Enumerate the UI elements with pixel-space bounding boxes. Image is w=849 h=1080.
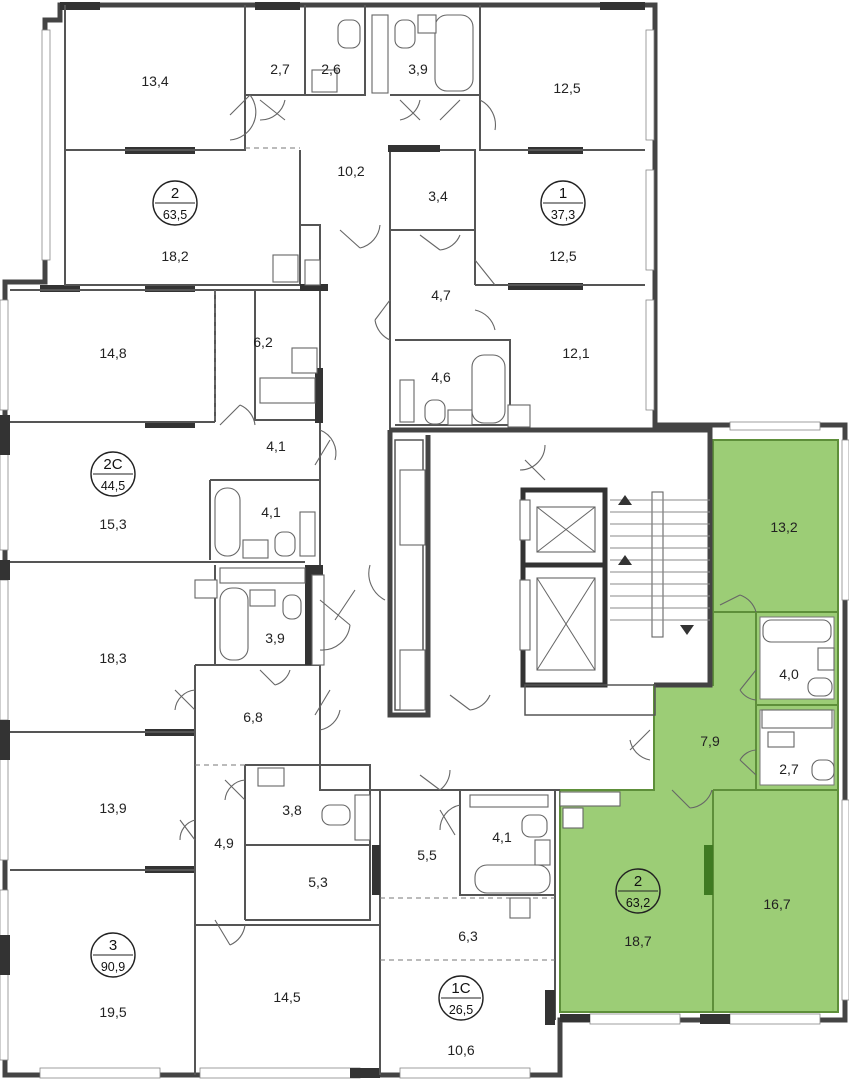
room-area: 14,5 [273, 989, 300, 1005]
room-area: 12,5 [553, 80, 580, 96]
apartment-badge-3[interactable]: 3 90,9 [90, 932, 136, 978]
room-area: 10,2 [337, 163, 364, 179]
apartment-badge-2-highlight[interactable]: 2 63,2 [615, 868, 661, 914]
room-area: 2,6 [321, 61, 341, 77]
apartment-number: 2С [103, 456, 122, 473]
apartment-number: 2 [634, 873, 642, 890]
apartment-badge-1c[interactable]: 1С 26,5 [438, 975, 484, 1021]
room-area: 4,1 [261, 504, 281, 520]
apartment-number: 1 [559, 185, 567, 202]
apartment-area: 37,3 [551, 208, 575, 222]
room-area: 4,7 [431, 287, 451, 303]
room-area: 6,8 [243, 709, 263, 725]
room-area: 3,4 [428, 188, 448, 204]
room-area: 10,6 [447, 1042, 474, 1058]
apartment-number: 1С [451, 980, 470, 997]
stair-elevator-core [387, 427, 713, 718]
room-area: 3,8 [282, 802, 302, 818]
bathroom-fixtures [194, 14, 835, 919]
room-area: 4,6 [431, 369, 451, 385]
room-area: 3,9 [408, 61, 428, 77]
room-area: 2,7 [779, 761, 799, 777]
room-area: 4,1 [492, 829, 512, 845]
apartment-area: 26,5 [449, 1003, 473, 1017]
room-area: 19,5 [99, 1004, 126, 1020]
apartment-area: 63,5 [163, 208, 187, 222]
room-area: 5,3 [308, 874, 328, 890]
room-area: 13,2 [770, 519, 797, 535]
room-area: 6,2 [253, 334, 273, 350]
apartment-area: 63,2 [626, 896, 650, 910]
apartment-badge-1[interactable]: 1 37,3 [540, 180, 586, 226]
room-area: 6,3 [458, 928, 478, 944]
room-area: 4,9 [214, 835, 234, 851]
room-area: 3,9 [265, 630, 285, 646]
apartment-number: 3 [109, 937, 117, 954]
room-area: 4,1 [266, 438, 286, 454]
room-area: 16,7 [763, 896, 790, 912]
room-area: 4,0 [779, 666, 799, 682]
room-area: 12,1 [562, 345, 589, 361]
room-area: 18,7 [624, 933, 651, 949]
apartment-badge-2-top[interactable]: 2 63,5 [152, 180, 198, 226]
room-area: 13,4 [141, 73, 168, 89]
room-area: 18,2 [161, 248, 188, 264]
apartment-badge-2c[interactable]: 2С 44,5 [90, 451, 136, 497]
room-labels: 13,4 2,7 2,6 3,9 12,5 10,2 3,4 18,2 12,5… [99, 61, 799, 1058]
room-area: 2,7 [270, 61, 290, 77]
room-area: 14,8 [99, 345, 126, 361]
apartment-area: 90,9 [101, 960, 125, 974]
room-area: 7,9 [700, 733, 720, 749]
room-area: 18,3 [99, 650, 126, 666]
room-area: 12,5 [549, 248, 576, 264]
door-swings [174, 94, 757, 946]
interior-walls [10, 5, 645, 1075]
room-area: 13,9 [99, 800, 126, 816]
apartment-number: 2 [171, 185, 179, 202]
apartment-area: 44,5 [101, 479, 125, 493]
room-area: 15,3 [99, 516, 126, 532]
room-area: 5,5 [417, 847, 437, 863]
